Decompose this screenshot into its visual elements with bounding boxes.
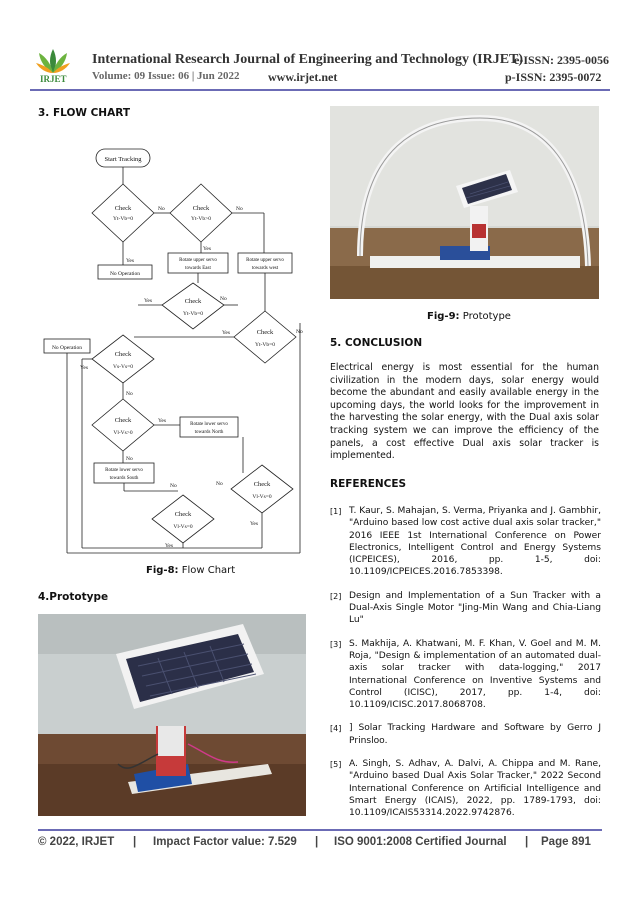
svg-text:towards East: towards East — [185, 266, 211, 271]
svg-text:Rotate upper servo: Rotate upper servo — [246, 258, 284, 263]
svg-text:Yes: Yes — [250, 521, 258, 527]
svg-text:No: No — [236, 206, 243, 212]
svg-text:Check: Check — [115, 205, 132, 212]
logo-text: IRJET — [40, 74, 67, 84]
pissn: p-ISSN: 2395-0072 — [505, 70, 602, 84]
svg-text:Yes: Yes — [144, 298, 152, 304]
svg-text:No: No — [296, 329, 303, 335]
footer-separator: | — [133, 836, 137, 848]
flow-decision-7 — [230, 464, 294, 514]
volume-issue: Volume: 09 Issue: 06 | Jun 2022 — [92, 70, 240, 82]
svg-text:No: No — [126, 391, 133, 397]
flow-decision-1 — [91, 183, 155, 243]
prototype-photo-right — [330, 106, 599, 299]
flow-rotate-lower-north — [179, 416, 239, 438]
svg-text:Yt-Vb=0: Yt-Vb=0 — [113, 216, 133, 222]
svg-text:Vl-Vs=0: Vl-Vs=0 — [173, 524, 193, 530]
svg-text:Check: Check — [257, 329, 274, 336]
svg-text:Check: Check — [254, 481, 271, 488]
svg-text:Rotate upper servo: Rotate upper servo — [179, 258, 217, 263]
reference-item: [3] S. Makhija, A. Khatwani, M. F. Khan,… — [330, 638, 601, 712]
svg-text:Yes: Yes — [80, 365, 88, 371]
svg-text:Vl-Vs=0: Vl-Vs=0 — [252, 494, 272, 500]
svg-text:Yes: Yes — [126, 258, 134, 264]
svg-text:Check: Check — [115, 351, 132, 358]
journal-title: International Research Journal of Engine… — [92, 52, 524, 67]
flow-decision-2 — [169, 183, 233, 243]
svg-text:Yes: Yes — [222, 330, 230, 336]
reference-number: [3] — [330, 639, 342, 649]
svg-text:Check: Check — [175, 511, 192, 518]
website-link[interactable]: www.irjet.net — [268, 70, 338, 84]
footer-divider — [38, 829, 602, 831]
svg-text:No Operation: No Operation — [110, 271, 140, 277]
fig8-caption: Fig-8: Flow Chart — [146, 565, 236, 576]
svg-text:Yes: Yes — [203, 246, 211, 252]
svg-text:No: No — [216, 481, 223, 487]
flow-start-label: Start Tracking — [104, 156, 142, 163]
svg-text:Yt-Vb=0: Yt-Vb=0 — [255, 342, 275, 348]
flow-no-operation-1 — [97, 264, 153, 280]
reference-item: [1] T. Kaur, S. Mahajan, S. Verma, Priya… — [330, 505, 601, 579]
svg-text:Check: Check — [193, 205, 210, 212]
svg-text:towards west: towards west — [252, 266, 279, 271]
header-divider — [30, 89, 610, 91]
svg-text:Yt-Vb=0: Yt-Vb=0 — [183, 311, 203, 317]
reference-text: A. Singh, S. Adhav, A. Dalvi, A. Chippa … — [349, 759, 601, 819]
svg-text:No: No — [158, 206, 165, 212]
footer-page-number: Page 891 — [541, 836, 591, 848]
irjet-logo — [36, 49, 70, 73]
footer-iso: ISO 9001:2008 Certified Journal — [334, 836, 507, 848]
reference-text: Design and Implementation of a Sun Track… — [349, 590, 601, 626]
svg-text:No: No — [220, 296, 227, 302]
svg-text:Check: Check — [185, 298, 202, 305]
footer-separator: | — [315, 836, 319, 848]
reference-text: T. Kaur, S. Mahajan, S. Verma, Priyanka … — [349, 506, 601, 578]
reference-number: [2] — [330, 591, 342, 601]
flowchart: Start Tracking Check Yt-Vb=0 No Check Yt… — [43, 148, 303, 554]
svg-text:No: No — [170, 483, 177, 489]
flow-decision-6 — [91, 398, 155, 452]
reference-text: ] Solar Tracking Hardware and Software b… — [349, 723, 601, 746]
reference-text: S. Makhija, A. Khatwani, M. F. Khan, V. … — [349, 638, 601, 711]
flow-decision-8 — [151, 494, 215, 544]
svg-text:Check: Check — [115, 417, 132, 424]
svg-text:No Operation: No Operation — [52, 345, 82, 351]
svg-text:towards North: towards North — [195, 430, 224, 435]
references-list: [1] T. Kaur, S. Mahajan, S. Verma, Priya… — [330, 505, 601, 831]
eissn: e-ISSN: 2395-0056 — [514, 53, 609, 67]
reference-number: [4] — [330, 724, 342, 734]
references-heading: REFERENCES — [330, 478, 407, 490]
svg-text:Vl-Vs>0: Vl-Vs>0 — [113, 430, 133, 436]
footer-separator: | — [525, 836, 529, 848]
flow-decision-4 — [233, 310, 297, 364]
reference-item: [4] ] Solar Tracking Hardware and Softwa… — [330, 722, 601, 747]
svg-text:Yt-Vb>0: Yt-Vb>0 — [191, 216, 211, 222]
svg-text:No: No — [126, 456, 133, 462]
reference-item: [5] A. Singh, S. Adhav, A. Dalvi, A. Chi… — [330, 758, 601, 819]
flow-decision-3 — [161, 282, 225, 330]
prototype-heading: 4.Prototype — [38, 591, 109, 603]
flow-decision-5 — [91, 334, 155, 384]
svg-text:Rotate lower servo: Rotate lower servo — [105, 468, 143, 473]
fig9-caption: Fig-9: Prototype — [427, 311, 511, 322]
svg-text:Vs-Vs=0: Vs-Vs=0 — [113, 364, 133, 370]
conclusion-text: Electrical energy is most essential for … — [330, 362, 599, 462]
reference-number: [1] — [330, 507, 342, 516]
footer-impact-factor: Impact Factor value: 7.529 — [153, 836, 297, 848]
reference-number: [5] — [330, 760, 342, 770]
svg-text:Rotate lower servo: Rotate lower servo — [190, 422, 228, 427]
reference-item: [2] Design and Implementation of a Sun T… — [330, 590, 601, 627]
svg-text:Yes: Yes — [165, 543, 173, 549]
footer-copyright: © 2022, IRJET — [38, 836, 115, 848]
svg-text:Yes: Yes — [158, 418, 166, 424]
flowchart-heading: 3. FLOW CHART — [38, 107, 130, 119]
prototype-photo-left — [38, 614, 306, 816]
conclusion-heading: 5. CONCLUSION — [330, 337, 423, 349]
svg-text:towards South: towards South — [110, 476, 139, 481]
